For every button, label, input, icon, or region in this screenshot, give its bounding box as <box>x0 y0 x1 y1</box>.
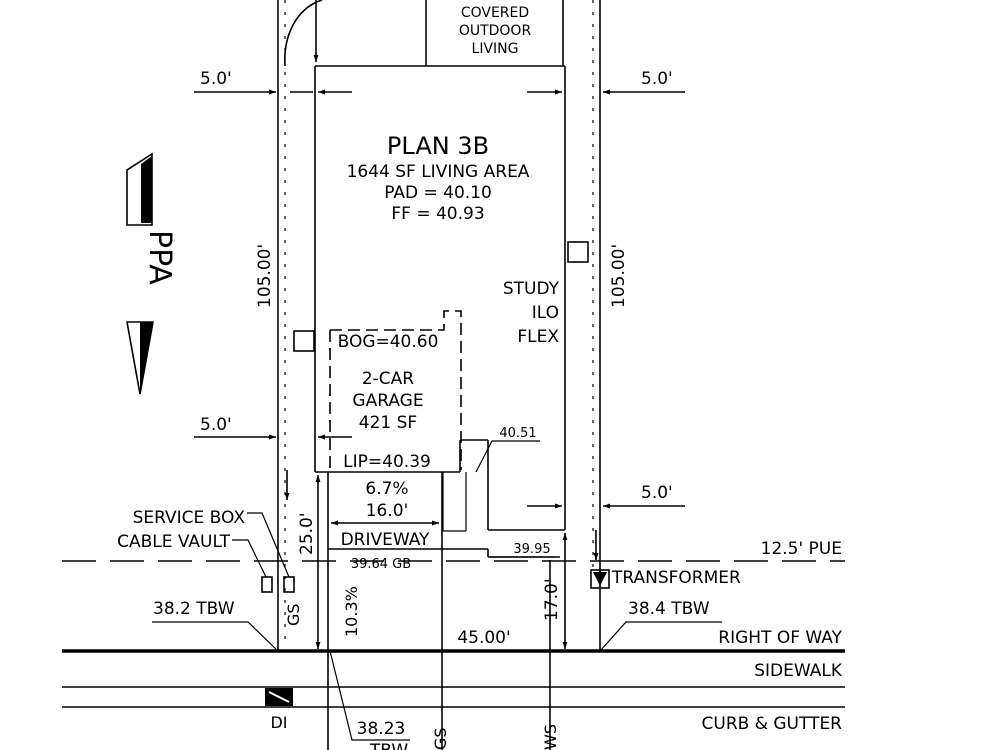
garage-label-1: 2-CAR <box>362 369 414 389</box>
lip-label: LIP=40.39 <box>343 452 431 472</box>
leader-tbw-bottom <box>329 650 410 741</box>
living-area-label: 1644 SF LIVING AREA <box>347 162 530 182</box>
bog-label: BOG=40.60 <box>338 332 439 352</box>
elev-3995-label: 39.95 <box>513 542 550 557</box>
lot-depth-left-label: 105.00' <box>255 244 275 308</box>
right-dim-label: 17.0' <box>542 578 562 621</box>
covered-label-1: COVERED <box>461 5 529 21</box>
service-box-label: SERVICE BOX <box>133 508 246 528</box>
covered-label-2: OUTDOOR <box>459 23 532 39</box>
driveway-slope-label: 6.7% <box>365 479 408 499</box>
garage-label-3: 421 SF <box>359 413 417 433</box>
plan-title: PLAN 3B <box>387 132 489 160</box>
driveway-side-slope-label: 10.3% <box>342 586 361 637</box>
front-setback-label: 25.0' <box>297 512 317 555</box>
hose-bib-left <box>293 330 315 352</box>
garage-label-2: GARAGE <box>352 391 423 411</box>
elev-gb-label: 39.64 GB <box>351 557 411 572</box>
driveway-width-label: 16.0' <box>366 501 409 521</box>
curb-gutter-label: CURB & GUTTER <box>702 714 843 734</box>
leader-tbw-right <box>599 621 722 652</box>
covered-outdoor-living <box>425 0 564 66</box>
tbw-right-label: 38.4 TBW <box>628 599 710 619</box>
setback-right-lower-label: 5.0' <box>641 483 673 503</box>
elev-4051-label: 40.51 <box>499 426 536 441</box>
service-box-symbol <box>283 576 295 593</box>
house-footprint <box>314 65 566 531</box>
drainage-curve <box>284 0 323 67</box>
north-arrow-icon: PPA <box>126 152 177 395</box>
ws-label: WS <box>541 724 560 750</box>
covered-label-3: LIVING <box>472 41 519 57</box>
setback-left-garage-label: 5.0' <box>200 415 232 435</box>
tbw-bottom-value: 38.23 <box>357 719 406 739</box>
leader-40-51 <box>475 440 540 473</box>
leader-tbw-left <box>152 621 279 652</box>
lot-depth-right-label: 105.00' <box>609 244 629 308</box>
pue-label: 12.5' PUE <box>761 539 842 559</box>
leader-service-box <box>247 512 290 578</box>
driveway <box>327 472 560 750</box>
study-label-1: STUDY <box>503 279 560 299</box>
setback-right-top-label: 5.0' <box>641 69 673 89</box>
lot-width-label: 45.00' <box>457 628 510 648</box>
cable-vault-symbol <box>261 576 273 593</box>
driveway-label: DRIVEWAY <box>341 530 430 550</box>
di-label: DI <box>270 713 287 732</box>
hose-bib-right <box>567 241 589 263</box>
transformer-icon <box>590 569 610 589</box>
leader-cable-vault <box>232 539 267 578</box>
tbw-left-label: 38.2 TBW <box>153 599 235 619</box>
gs-label: GS <box>284 603 303 626</box>
ff-label: FF = 40.93 <box>391 204 484 224</box>
pad-label: PAD = 40.10 <box>384 183 492 203</box>
north-arrow-label: PPA <box>142 230 177 285</box>
right-of-way-label: RIGHT OF WAY <box>718 628 842 648</box>
gs-bottom-label: GS <box>431 727 450 750</box>
study-label-3: FLEX <box>517 327 559 347</box>
drain-inlet-icon <box>265 688 293 706</box>
transformer-label: TRANSFORMER <box>611 568 741 588</box>
cable-vault-label: CABLE VAULT <box>117 532 231 552</box>
sidewalk-label: SIDEWALK <box>754 661 843 681</box>
study-label-2: ILO <box>532 303 559 323</box>
setback-left-top-label: 5.0' <box>200 69 232 89</box>
tbw-bottom-label: TBW <box>369 741 408 750</box>
garage-dashed-outline <box>329 310 462 470</box>
